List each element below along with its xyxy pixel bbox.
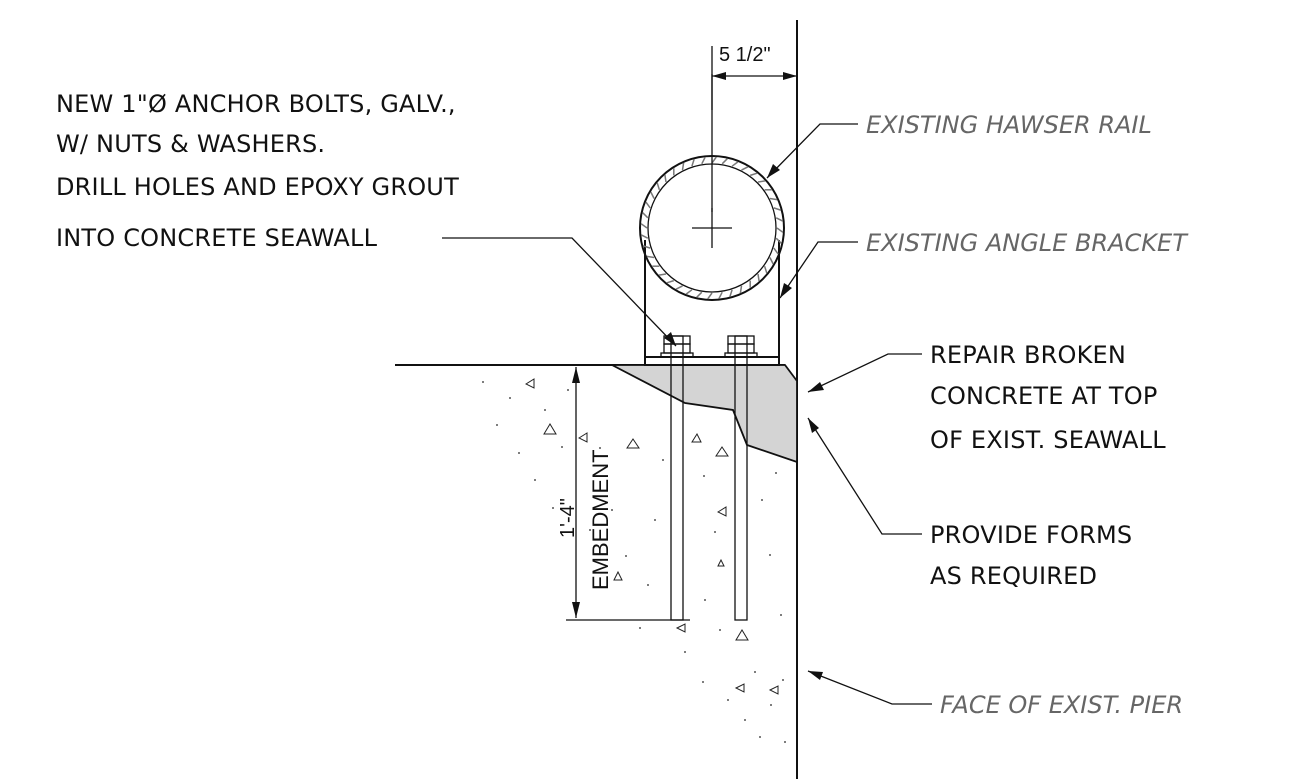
anchor-note-line-3: DRILL HOLES AND EPOXY GROUT: [56, 173, 459, 201]
pipe-wall-hatch-line: [749, 172, 758, 177]
angle-bracket: [644, 240, 780, 366]
pipe-wall-hatch-line: [675, 285, 683, 290]
pipe-wall-hatch-line: [658, 273, 667, 276]
pipe-wall-hatch-line: [691, 159, 695, 167]
pipe-wall-hatch-line: [640, 223, 648, 229]
concrete-stipple: [482, 381, 786, 743]
pipe-wall-hatch-line: [757, 180, 766, 183]
callout-anchor-bolts: NEW 1"Ø ANCHOR BOLTS, GALV., W/ NUTS & W…: [56, 90, 677, 347]
pipe-wall-hatch-line: [696, 291, 703, 298]
face-of-pier-note: FACE OF EXIST. PIER: [940, 691, 1183, 719]
dimension-width-text: 5 1/2": [719, 44, 771, 66]
pipe-wall-hatch-line: [721, 158, 728, 165]
callout-repair-concrete: REPAIR BROKEN CONCRETE AT TOP OF EXIST. …: [807, 341, 1166, 454]
pipe-wall-hatch-line: [773, 247, 779, 255]
pipe-wall-hatch-line: [731, 161, 739, 167]
pipe-wall-hatch-line: [763, 265, 768, 274]
pipe-wall-hatch-line: [650, 191, 655, 199]
pipe-wall-hatch-line: [642, 212, 649, 219]
pipe-wall-hatch-line: [739, 285, 743, 294]
pipe-wall-hatch-line: [757, 273, 760, 282]
pipe-wall-hatch-line: [681, 162, 685, 171]
dimension-depth: 1'-4" EMBEDMENT: [557, 367, 690, 621]
anchor-note-line-4: INTO CONCRETE SEAWALL: [56, 224, 378, 252]
callout-provide-forms: PROVIDE FORMS AS REQUIRED: [807, 417, 1132, 590]
repair-note-line-2: CONCRETE AT TOP: [930, 382, 1158, 410]
pipe-wall-hatch-line: [741, 166, 749, 171]
pipe-wall-hatch-line: [666, 279, 675, 284]
pipe-wall-hatch-line: [711, 156, 717, 164]
pipe-wall-hatch-line: [775, 237, 782, 244]
pipe-wall-hatch-line: [729, 289, 733, 297]
pipe-wall-hatch-line: [769, 197, 778, 201]
forms-note-line-1: PROVIDE FORMS: [930, 521, 1132, 549]
callout-hawser-rail: EXISTING HAWSER RAIL: [766, 111, 1152, 179]
concrete-aggregate: [524, 378, 779, 695]
pipe-wall-hatch-line: [707, 292, 713, 300]
pipe-wall-hatch-line: [640, 234, 649, 239]
anchor-note-line-2: W/ NUTS & WASHERS.: [56, 130, 325, 158]
repair-note-line-1: REPAIR BROKEN: [930, 341, 1126, 369]
embedment-label: EMBEDMENT: [588, 449, 613, 590]
pipe-wall-hatch-line: [645, 201, 651, 209]
pipe-wall-hatch-line: [646, 255, 655, 259]
pipe-wall-hatch-line: [656, 182, 661, 191]
forms-note-line-2: AS REQUIRED: [930, 562, 1097, 590]
hawser-rail-note: EXISTING HAWSER RAIL: [866, 111, 1152, 139]
pipe-wall-hatch-line: [773, 207, 781, 211]
dimension-width: 5 1/2": [711, 44, 798, 110]
pipe-wall-hatch-line: [718, 291, 723, 300]
hawser-rail-pipe: [639, 74, 785, 301]
repair-note-line-3: OF EXIST. SEAWALL: [930, 426, 1166, 454]
pipe-wall-hatch-line: [664, 174, 667, 183]
pipe-wall-hatch-line: [643, 245, 651, 249]
angle-bracket-note: EXISTING ANGLE BRACKET: [866, 229, 1189, 257]
callout-angle-bracket: EXISTING ANGLE BRACKET: [779, 229, 1189, 299]
pipe-wall-hatch-line: [776, 227, 784, 233]
anchor-note-line-1: NEW 1"Ø ANCHOR BOLTS, GALV.,: [56, 90, 456, 118]
pipe-wall-hatch-line: [769, 257, 774, 265]
repair-concrete-zone: [611, 364, 798, 464]
dimension-depth-text: 1'-4": [557, 498, 579, 538]
pipe-wall-hatch-line: [685, 289, 693, 295]
callout-face-of-pier: FACE OF EXIST. PIER: [807, 670, 1183, 719]
pipe-wall-hatch-line: [775, 217, 784, 222]
pipe-wall-hatch-line: [701, 156, 706, 165]
